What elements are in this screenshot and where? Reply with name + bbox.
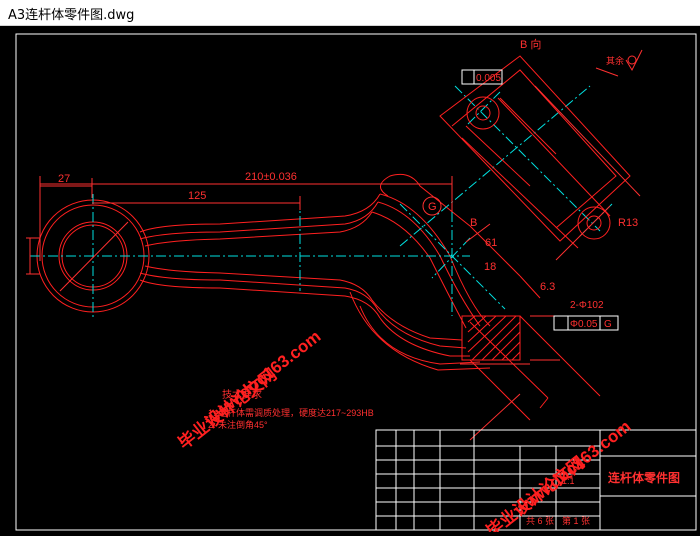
tech-requirements: 技术要求 1. 连杆体需调质处理，硬度达217~293HB 2. 未注倒角45° (208, 388, 374, 430)
dim-r18: 18 (484, 261, 496, 273)
centerlines (30, 85, 613, 318)
shank-outline (139, 193, 381, 319)
surface-finish-note: 其余 (606, 55, 624, 66)
title-block (375, 429, 697, 531)
tech-line-2: 2. 未注倒角45° (208, 419, 268, 430)
tolerance-value-top: 0.005 (476, 73, 501, 84)
dim-61: 61 (485, 237, 497, 249)
view-label: B 向 (520, 37, 541, 51)
dim-6-3: 6.3 (540, 281, 555, 293)
dimension-texts: 27 210±0.036 125 6.3 B R13 61 18 (58, 171, 638, 293)
tolerance-frame-top: 0.005 (461, 69, 503, 85)
drawing-canvas[interactable]: 0.005 2-Φ102 Φ0.05 G G 27 210±0.036 125 … (0, 26, 700, 536)
surface-finish-symbol: 其余 (606, 49, 643, 72)
drawing-border (15, 33, 697, 531)
window-titlebar: A3连杆体零件图.dwg (0, 0, 700, 26)
total-sheets: 共 6 张 (526, 516, 554, 526)
tolerance-bore-spec: 2-Φ102 (570, 300, 604, 311)
leader-lines (465, 67, 619, 243)
dim-210: 210±0.036 (245, 171, 297, 183)
datum-g-label: G (428, 201, 437, 213)
scale-value: 1:1 (562, 476, 575, 486)
dim-r13: R13 (618, 217, 638, 229)
dim-b: B (470, 217, 477, 229)
window-title: A3连杆体零件图.dwg (8, 8, 135, 23)
title-block-texts: 连杆体零件图 共 6 张 第 1 张 1:1 (526, 470, 680, 526)
dimension-lines (26, 85, 641, 441)
section-view (439, 55, 631, 249)
tech-line-1: 1. 连杆体需调质处理，硬度达217~293HB (208, 407, 374, 418)
sheet-number: 第 1 张 (562, 515, 590, 526)
tolerance-datum: G (604, 319, 612, 330)
dim-27: 27 (58, 173, 70, 185)
watermark-1: 毕业设计论文网 www.doc163.com (174, 327, 324, 453)
tolerance-value-bottom: Φ0.05 (570, 319, 598, 330)
watermark-url-2: www.doc163.com (510, 417, 634, 520)
tech-heading: 技术要求 (222, 388, 262, 401)
bolt-boss (461, 315, 601, 421)
dim-125: 125 (188, 190, 206, 202)
cad-drawing: 0.005 2-Φ102 Φ0.05 G G 27 210±0.036 125 … (15, 33, 697, 536)
part-name: 连杆体零件图 (608, 470, 680, 485)
datum-g-balloon: G (422, 196, 442, 216)
tolerance-frame-bottom: 2-Φ102 Φ0.05 G (553, 300, 619, 331)
